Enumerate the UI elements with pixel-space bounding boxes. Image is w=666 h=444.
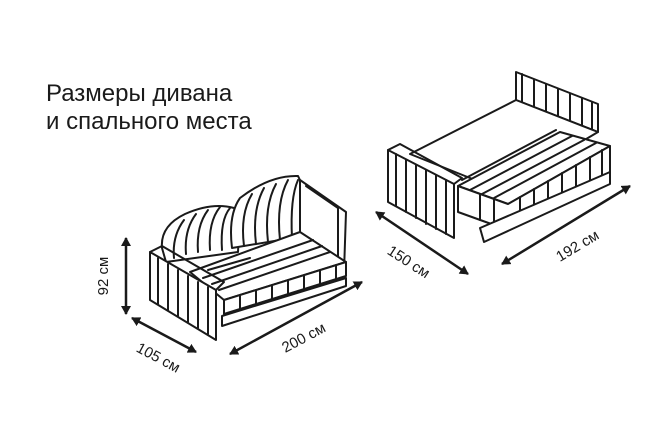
depth-label: 105 см [133, 339, 182, 376]
page-title: Размеры дивана и спального места [46, 80, 252, 136]
width-label: 200 см [279, 319, 328, 356]
bed-length-label: 192 см [553, 227, 602, 266]
depth-arrow [131, 316, 197, 354]
bed-depth-label: 150 см [384, 242, 433, 282]
title-line-1: Размеры дивана [46, 80, 233, 107]
sofa-folded-illustration [149, 174, 347, 341]
bed-depth-arrow [375, 210, 469, 276]
width-arrow [229, 280, 363, 356]
height-label: 92 см [95, 257, 112, 296]
title-line-2: и спального места [46, 108, 252, 135]
sofa-unfolded-illustration [387, 71, 611, 243]
bed-length-arrow [501, 184, 631, 266]
